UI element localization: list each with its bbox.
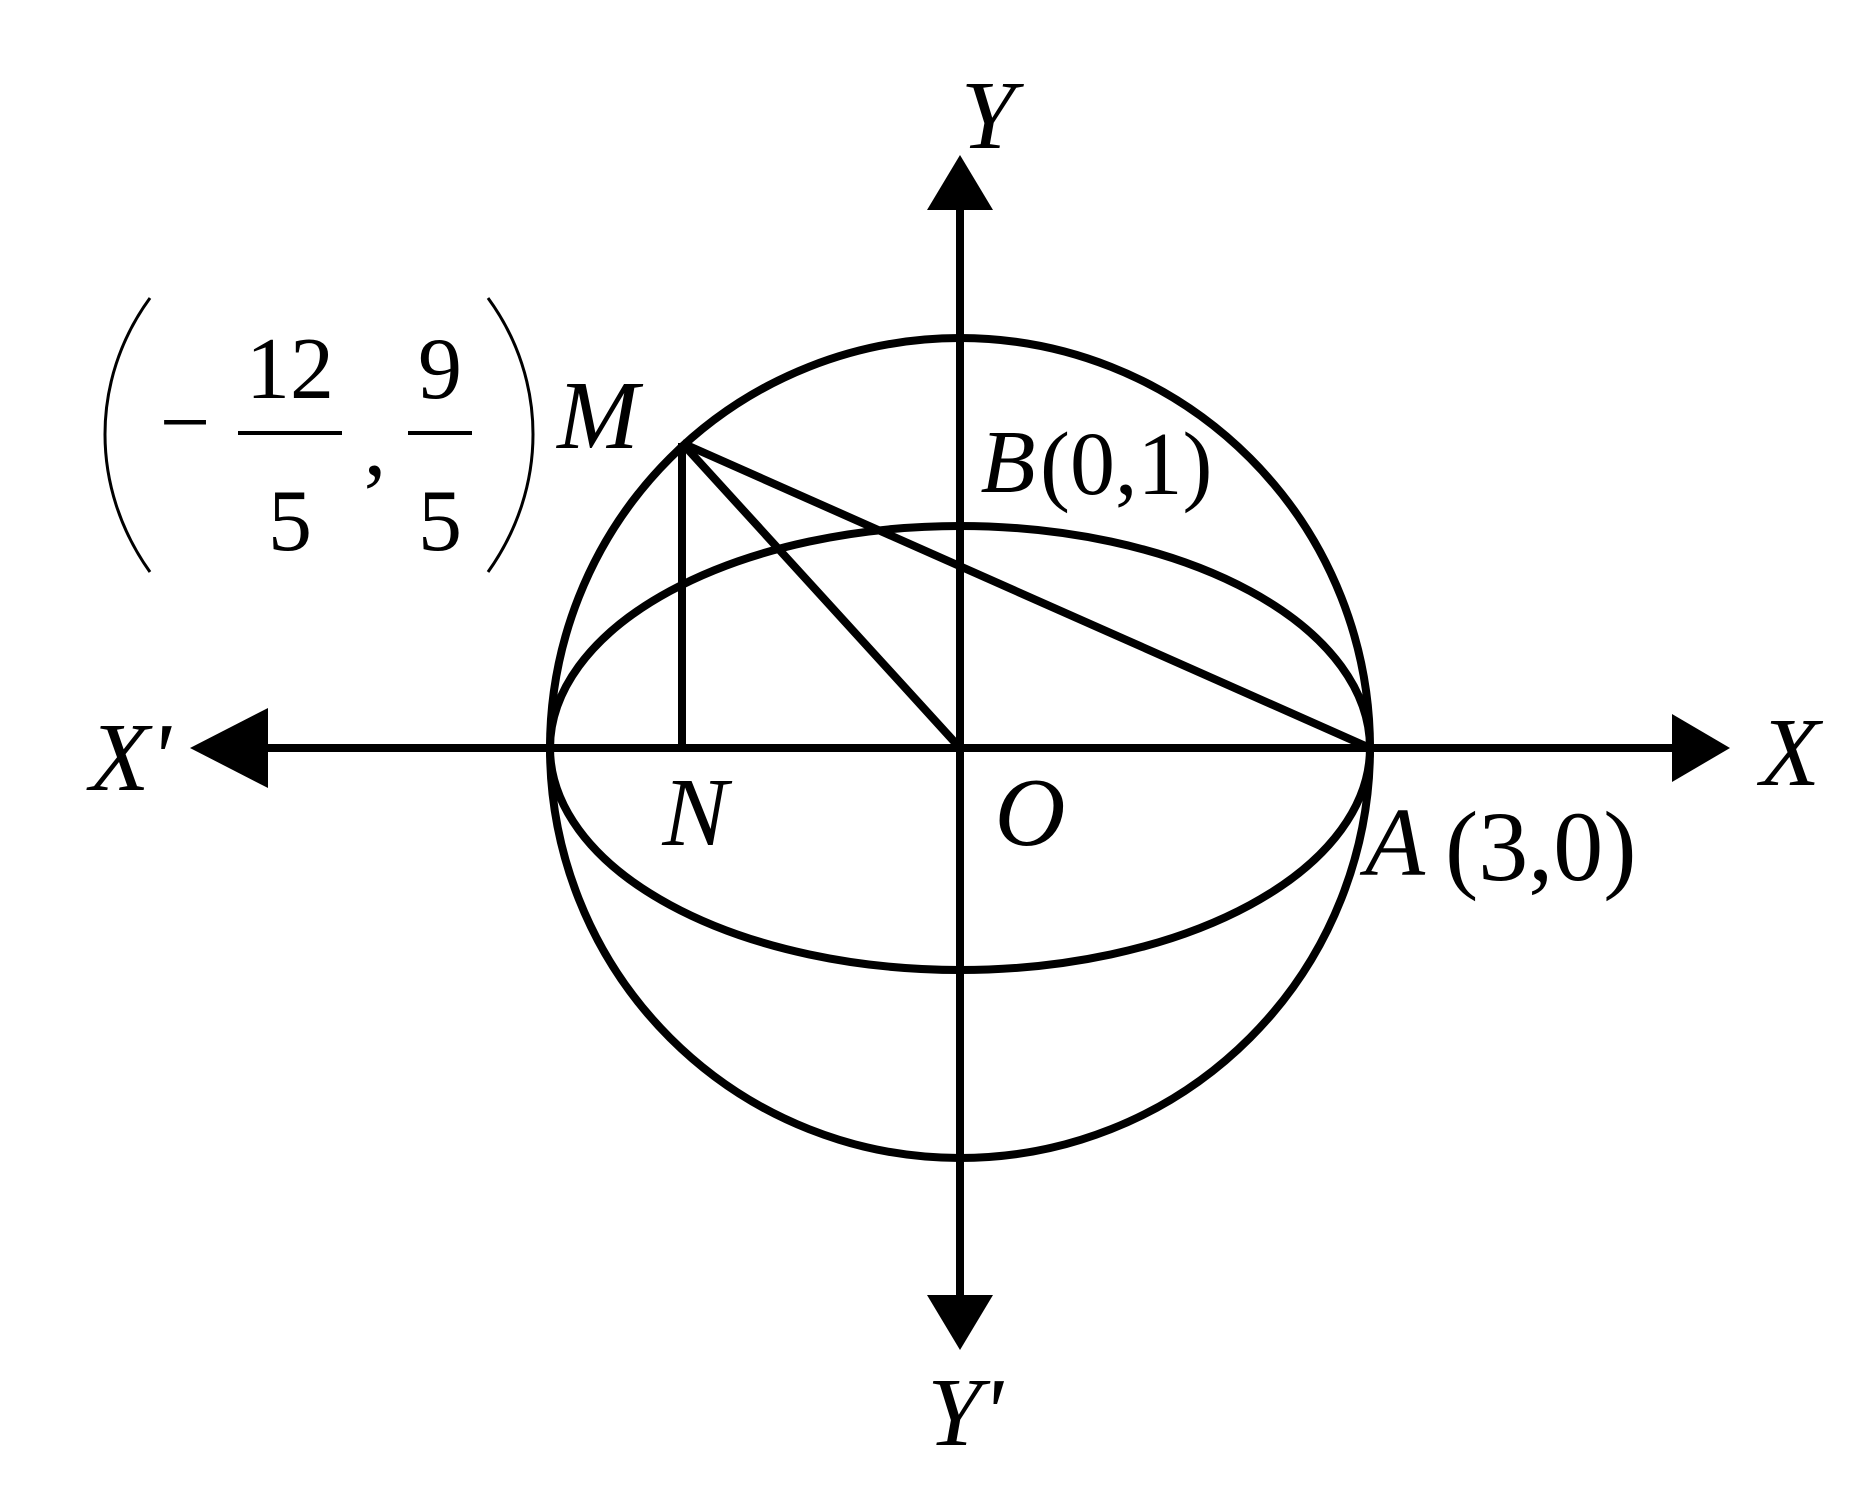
m-y-numerator: 9 xyxy=(418,321,462,418)
segment-ma xyxy=(680,439,1372,752)
x-axis-arrow-negative xyxy=(190,708,268,788)
origin-label: O xyxy=(995,759,1066,867)
point-b-coordinates: (0,1) xyxy=(1040,415,1212,514)
m-comma: , xyxy=(364,396,387,495)
x-axis-negative-label: X' xyxy=(86,704,173,812)
x-axis-label: X xyxy=(1756,699,1824,807)
left-paren xyxy=(103,297,152,573)
y-axis-arrow-negative xyxy=(927,1295,993,1350)
point-m-label: M xyxy=(555,362,644,470)
y-axis-arrow-positive xyxy=(927,155,993,210)
right-paren xyxy=(486,297,535,573)
point-b-label: B xyxy=(981,413,1036,512)
m-y-denominator: 5 xyxy=(418,473,462,570)
x-axis-arrow-positive xyxy=(1672,714,1730,782)
point-m-coordinates: − 12 5 , 9 5 xyxy=(103,297,535,573)
m-x-denominator: 5 xyxy=(268,473,312,570)
y-axis-label: Y xyxy=(961,62,1025,170)
m-x-numerator: 12 xyxy=(246,321,334,418)
segment-mo xyxy=(679,440,963,751)
point-a-coordinates: (3,0) xyxy=(1445,791,1637,902)
point-n-label: N xyxy=(661,759,732,867)
y-axis-negative-label: Y' xyxy=(927,1359,1005,1467)
point-a-label: A xyxy=(1359,789,1426,897)
m-x-sign: − xyxy=(160,373,211,472)
